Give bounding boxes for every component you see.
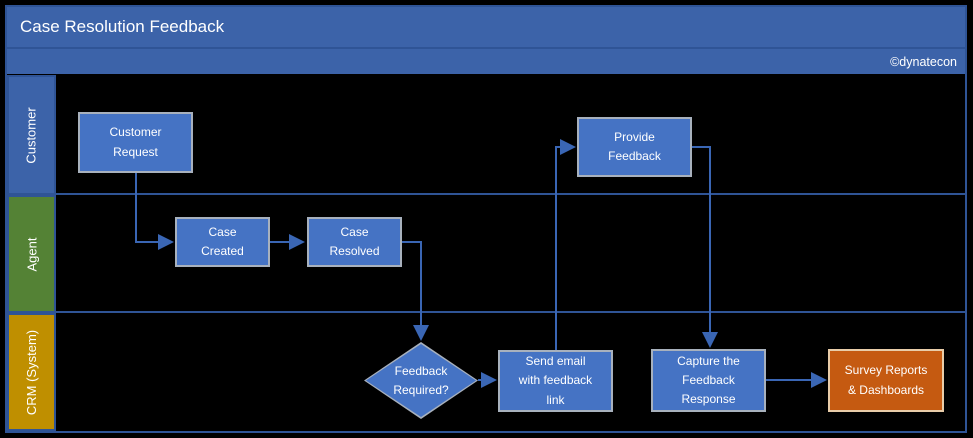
node-case-created-label: Case Created [201, 224, 244, 258]
connector-provide-to-capture [692, 146, 718, 348]
watermark-band: ©dynatecon [7, 47, 965, 74]
node-capture-response-label: Capture the Feedback Response [677, 353, 740, 407]
page-title: Case Resolution Feedback [20, 17, 225, 36]
node-case-created: Case Created [175, 217, 270, 267]
node-case-resolved: Case Resolved [307, 217, 402, 267]
connector-resolved-to-decision [402, 241, 429, 341]
node-customer-request: Customer Request [78, 112, 193, 173]
node-case-resolved-label: Case Resolved [329, 224, 380, 258]
node-send-email-label: Send email with feedback link [518, 354, 593, 407]
lane-divider-customer-agent [7, 193, 965, 195]
node-survey-reports: Survey Reports & Dashboards [828, 349, 944, 412]
lane-divider-agent-crm [7, 311, 965, 313]
connector-request-to-created [135, 173, 174, 250]
node-provide-feedback-label: Provide Feedback [608, 129, 661, 163]
node-survey-reports-label: Survey Reports & Dashboards [844, 363, 928, 397]
lane-label-agent: Agent [7, 195, 56, 313]
node-send-email: Send email with feedback link [498, 350, 613, 412]
node-provide-feedback: Provide Feedback [577, 117, 692, 177]
node-customer-request-label: Customer Request [109, 125, 162, 159]
diagram-outer-border [5, 5, 967, 433]
node-capture-response: Capture the Feedback Response [651, 349, 766, 412]
diagram-title-band: Case Resolution Feedback [7, 7, 965, 47]
lane-label-crm: CRM (System) [7, 313, 56, 431]
node-feedback-required-label: Feedback Required? [393, 363, 449, 397]
watermark-text: ©dynatecon [890, 54, 957, 69]
connector-email-to-provide [555, 139, 576, 350]
lane-label-customer: Customer [7, 75, 56, 195]
node-feedback-required-decision: Feedback Required? [364, 342, 478, 419]
